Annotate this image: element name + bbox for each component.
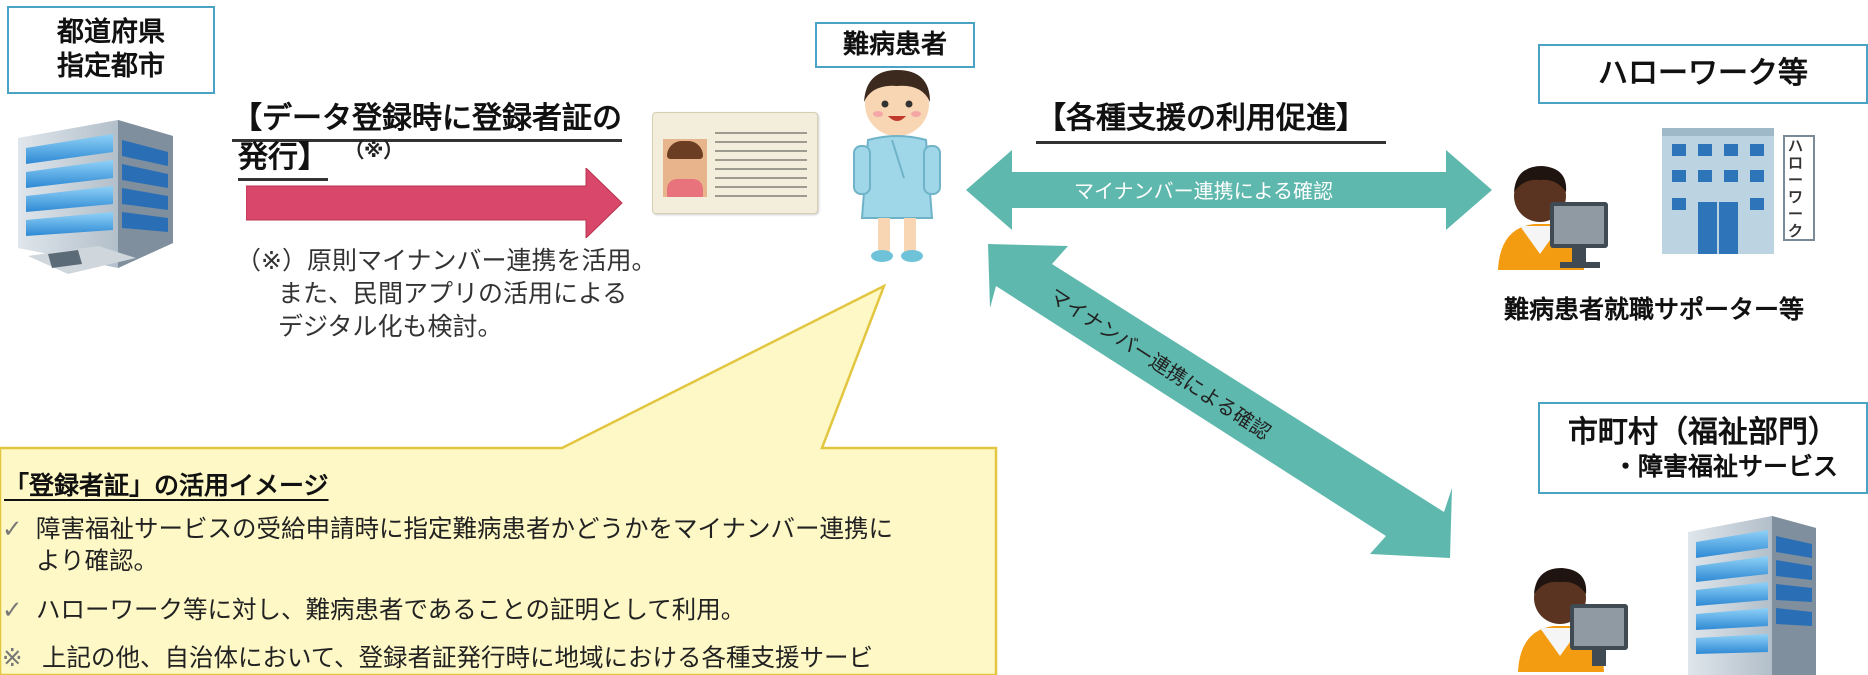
- prefecture-box-line1: 都道府県: [57, 17, 165, 49]
- card-photo-body: [667, 179, 703, 197]
- support-heading: 【各種支援の利用促進】: [1036, 93, 1386, 144]
- usage-speech-bubble: [0, 284, 998, 675]
- issuance-arrow: [246, 168, 623, 238]
- hellowork-building-icon: [1662, 128, 1815, 254]
- usage-bullet-2: ✓ ハローワーク等に対し、難病患者であることの証明として利用。: [2, 593, 745, 626]
- municipal-building-icon: [1688, 516, 1816, 675]
- card-photo-hair: [667, 141, 703, 159]
- hellowork-link-label: マイナンバー連携による確認: [1074, 179, 1333, 203]
- issuance-heading-line1: 【データ登録時に登録者証の: [232, 93, 622, 142]
- prefecture-building-icon: [18, 120, 173, 274]
- municipal-staff-person-icon: [1518, 568, 1628, 672]
- card-text-lines: [715, 125, 807, 203]
- usage-bullet-2-text: ハローワーク等に対し、難病患者であることの証明として利用。: [36, 595, 746, 624]
- usage-bullet-1-line1: ✓ 障害福祉サービスの受給申請時に指定難病患者かどうかをマイナンバー連携に: [2, 512, 893, 545]
- supporter-person-icon: [1498, 166, 1608, 270]
- usage-note-text: 上記の他、自治体において、登録者証発行時に地域における各種支援サービ: [42, 643, 874, 672]
- registration-card: [652, 112, 818, 214]
- usage-note: ※ 上記の他、自治体において、登録者証発行時に地域における各種支援サービ: [2, 641, 873, 674]
- check-icon: ✓: [2, 595, 23, 624]
- usage-bullet-1-text: 障害福祉サービスの受給申請時に指定難病患者かどうかをマイナンバー連携に: [36, 514, 894, 543]
- prefecture-box: 都道府県 指定都市: [7, 6, 215, 94]
- usage-title: 「登録者証」の活用イメージ: [4, 471, 329, 500]
- patient-label: 難病患者: [815, 22, 975, 68]
- municipality-box-line2: ・障害福祉サービス: [1612, 452, 1838, 482]
- check-icon: ✓: [2, 514, 23, 543]
- issuance-note-line3: デジタル化も検討。: [278, 312, 503, 341]
- hellowork-sign-text: ハローワーク: [1788, 137, 1804, 240]
- prefecture-box-line2: 指定都市: [57, 51, 165, 82]
- issuance-note-line2: また、民間アプリの活用による: [278, 279, 628, 308]
- issuance-note-line1: （※）原則マイナンバー連携を活用。: [236, 246, 657, 275]
- issuance-heading-mark: （※）: [344, 138, 404, 162]
- issuance-heading-line2: 発行】: [238, 132, 328, 181]
- municipality-box-line1: 市町村（福祉部門）: [1568, 414, 1838, 450]
- patient-icon: [853, 70, 941, 262]
- supporter-label: 難病患者就職サポーター等: [1504, 295, 1805, 324]
- note-mark: ※: [2, 643, 23, 672]
- municipality-link-arrow: [988, 244, 1452, 558]
- hellowork-link-arrow: [966, 150, 1492, 230]
- usage-bullet-1-line2: より確認。: [36, 546, 159, 575]
- hellowork-box: ハローワーク等: [1538, 44, 1868, 104]
- municipality-box: 市町村（福祉部門） ・障害福祉サービス: [1538, 402, 1868, 494]
